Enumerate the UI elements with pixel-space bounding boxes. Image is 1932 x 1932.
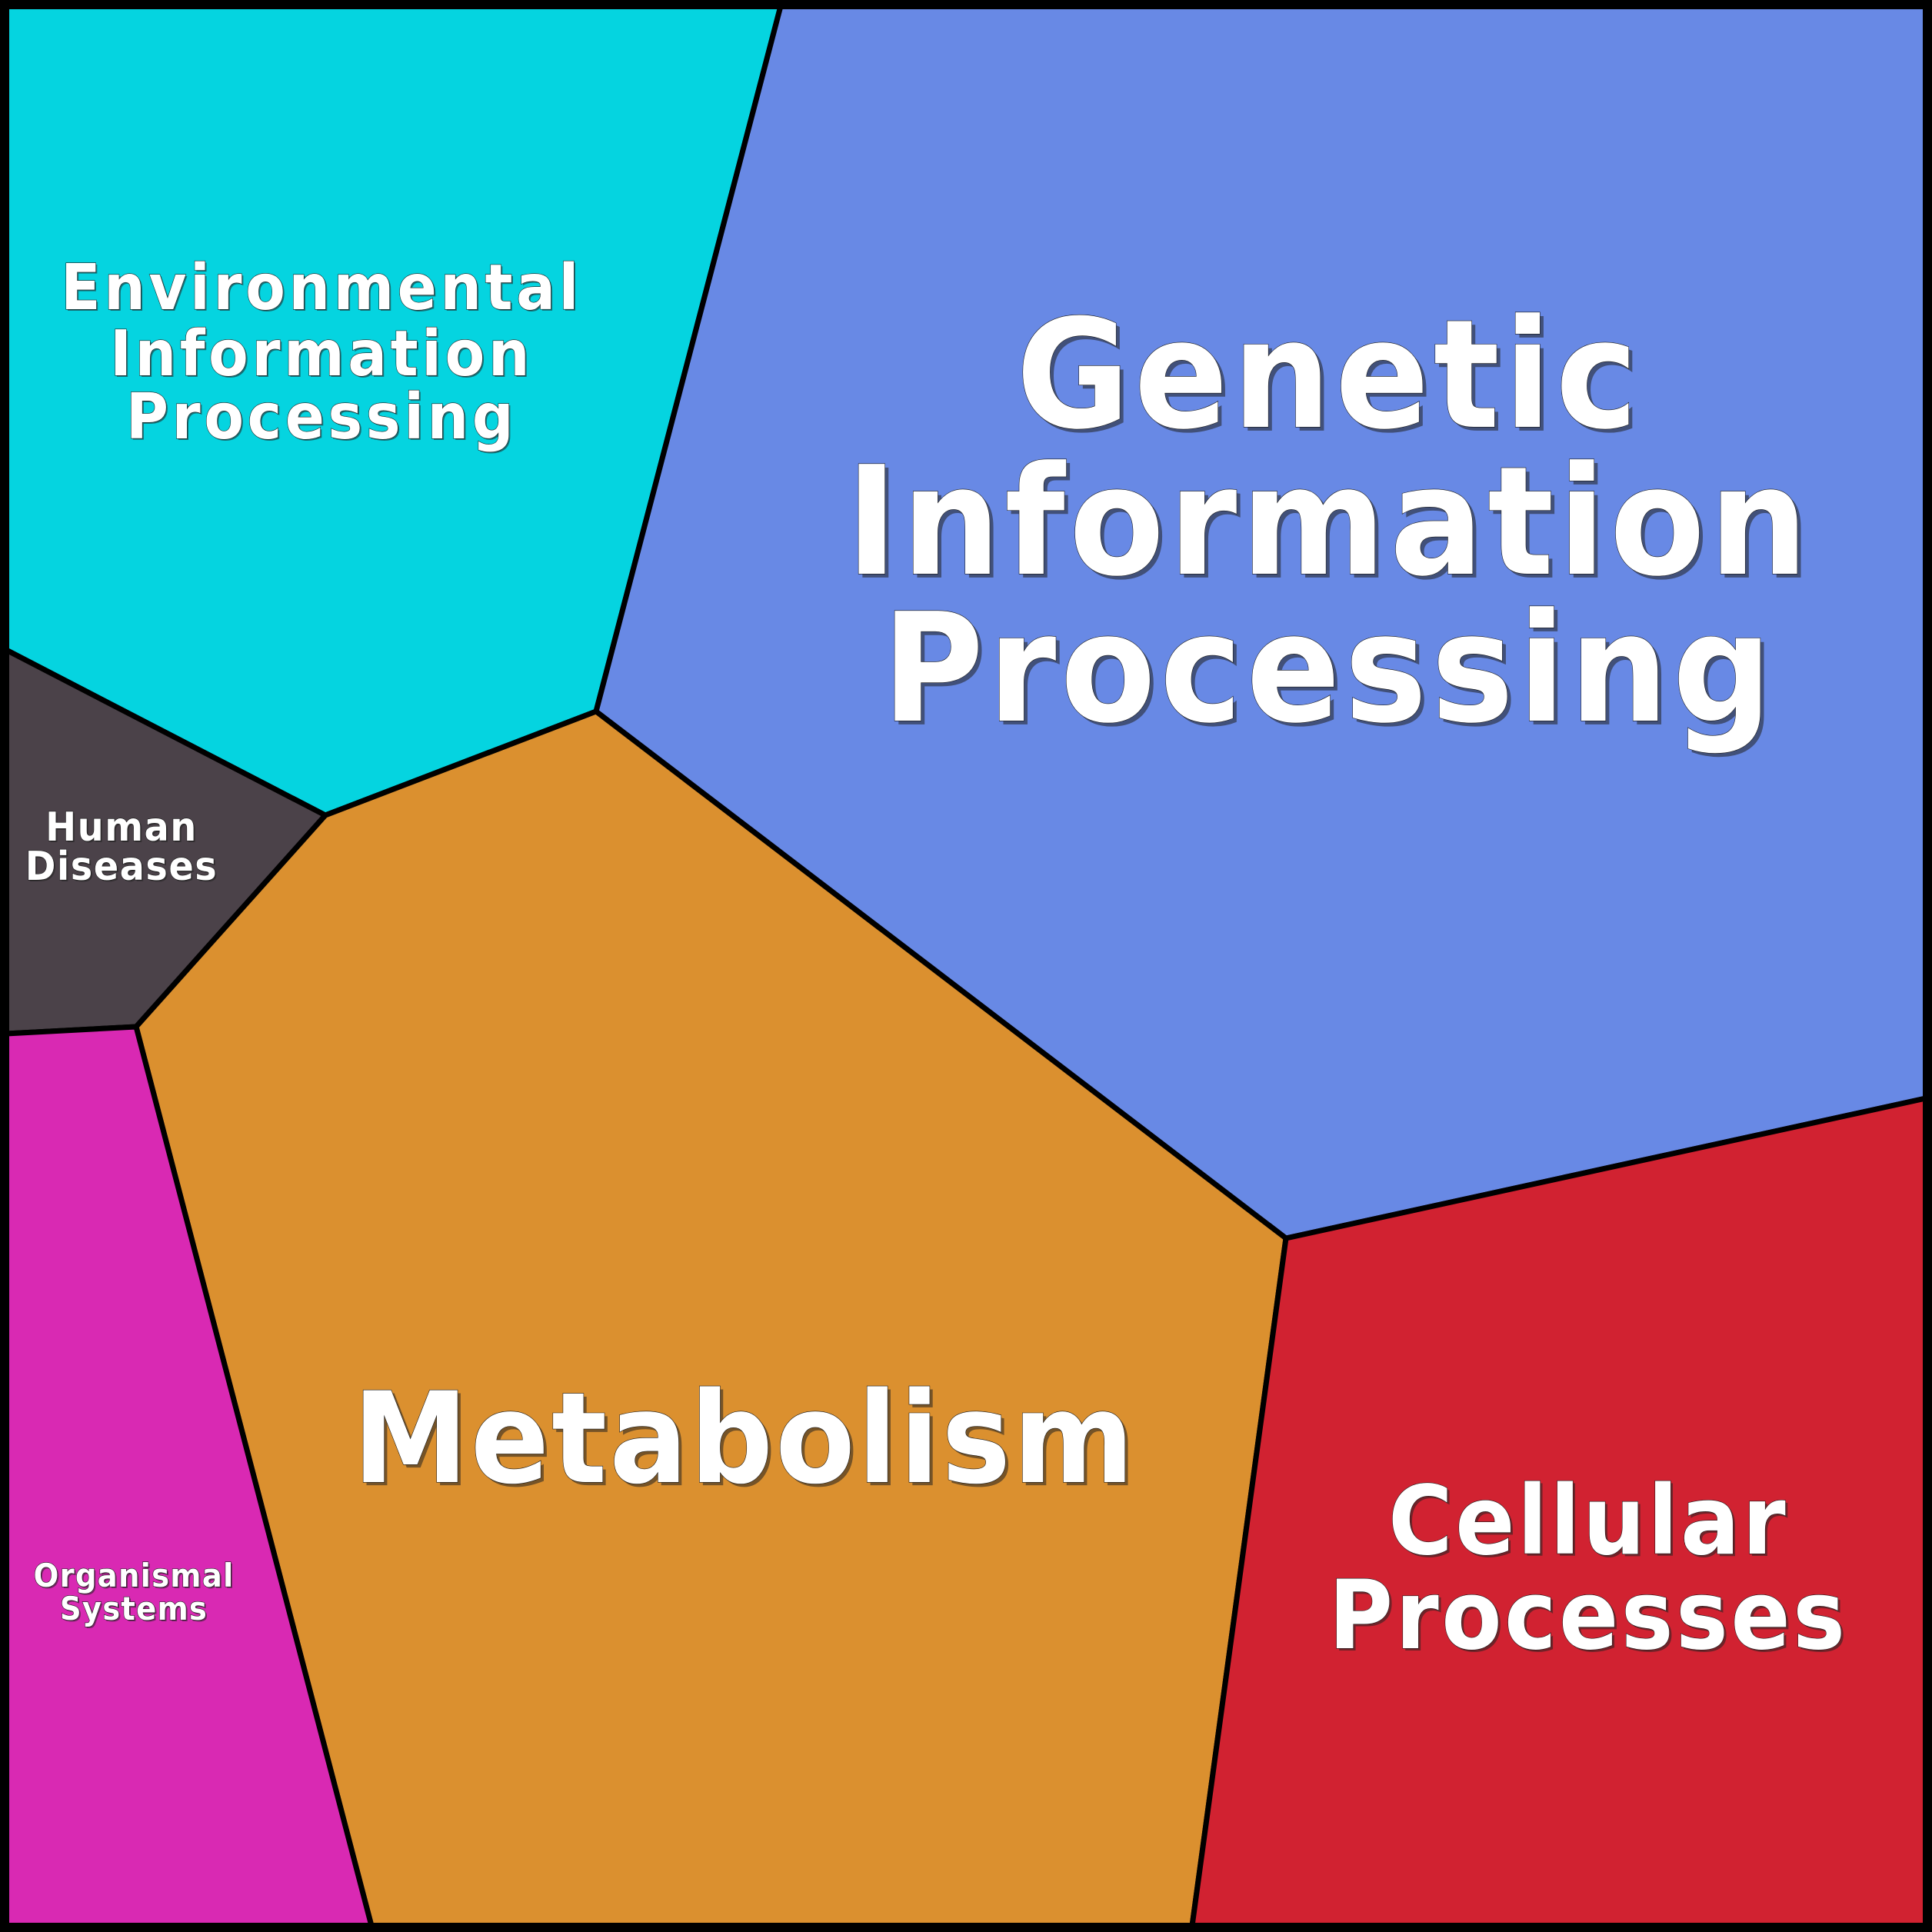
region-label-line: Cellular [1388, 1466, 1788, 1577]
label-shadow: Organismal [35, 1558, 236, 1596]
label-shadow: Information [850, 438, 1816, 614]
region-label-line: Environmental [61, 251, 582, 325]
label-shadow: Environmental [62, 252, 584, 326]
region-label-line: Processing [126, 380, 518, 454]
label-shadow: Human [47, 805, 199, 851]
region-label-line: Diseases [25, 843, 218, 889]
region-label-genetic-information-processing: GeneticGeneticInformationInformationProc… [845, 287, 1816, 761]
region-label-line: Metabolism [353, 1366, 1137, 1512]
label-shadow: Systems [62, 1591, 209, 1629]
label-shadow: Processing [128, 381, 519, 455]
label-shadow: Processing [886, 585, 1780, 761]
label-shadow: Diseases [27, 844, 219, 891]
region-label-line: Systems [60, 1590, 208, 1627]
region-label-line: Organismal [34, 1557, 235, 1594]
region-label-line: Genetic [1016, 288, 1642, 463]
region-label-line: Human [45, 804, 198, 850]
label-shadow: Processes [1331, 1563, 1850, 1674]
label-shadow: Information [112, 318, 535, 392]
region-label-line: Information [846, 435, 1812, 610]
label-shadow: Cellular [1391, 1468, 1790, 1580]
region-label-environmental-information-processing: EnvironmentalEnvironmentalInformationInf… [61, 250, 584, 455]
label-shadow: Metabolism [356, 1369, 1140, 1515]
region-label-line: Information [110, 317, 533, 391]
label-shadow: Genetic [1020, 291, 1646, 467]
region-label-line: Processing [882, 581, 1776, 757]
region-label-line: Processes [1329, 1561, 1848, 1672]
